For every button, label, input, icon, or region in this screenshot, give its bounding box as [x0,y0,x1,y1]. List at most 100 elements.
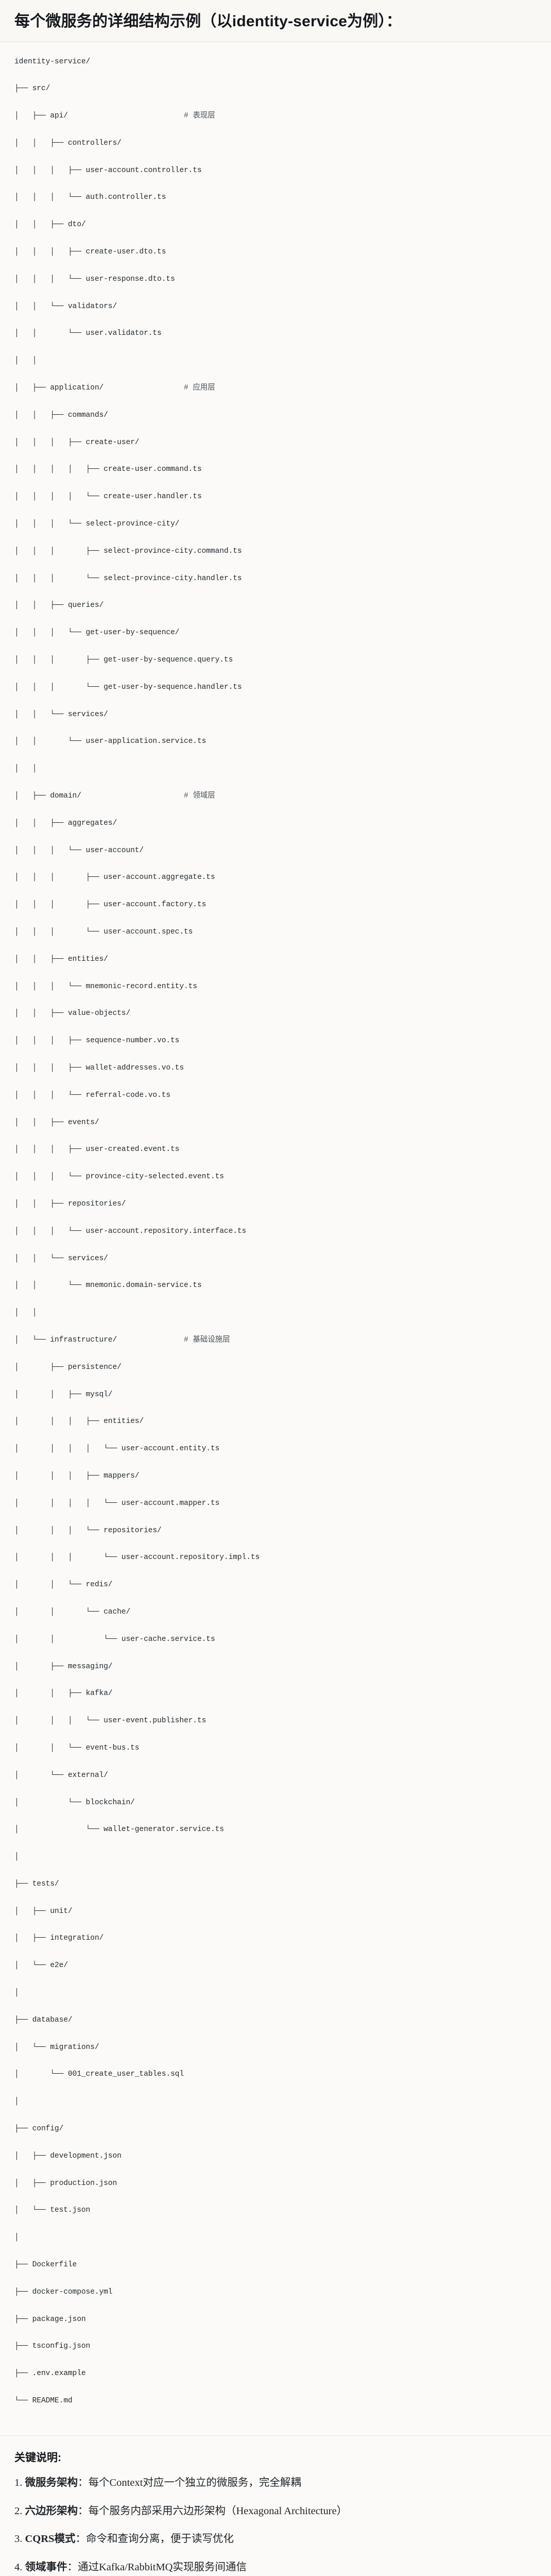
tree-line: │ ├── development.json [14,2151,122,2160]
key-point-description: 命令和查询分离，便于读写优化 [85,2533,234,2545]
tree-line: │ │ │ ├── select-province-city.command.t… [14,547,242,555]
tree-line: │ │ ├── commands/ [14,411,108,419]
tree-line: │ │ │ └── select-province-city/ [14,520,180,529]
tree-line: │ │ │ ├── user-account.aggregate.ts [14,873,215,882]
tree-line: │ │ │ └── select-province-city.handler.t… [14,574,242,583]
tree-line: │ │ │ ├── mappers/ [14,1471,140,1480]
tree-line: │ └── external/ [14,1771,108,1780]
tree-line: ├── package.json [14,2315,86,2324]
tree-line: │ │ │ └── get-user-by-sequence/ [14,629,180,637]
tree-line: ├── config/ [14,2125,64,2133]
tree-line: │ │ └── user-cache.service.ts [14,1635,215,1643]
key-point-separator: ： [75,2533,86,2545]
tree-line: │ ├── api/ # 表现层 [14,110,537,123]
key-point-item: 4. 领域事件：通过Kafka/RabbitMQ实现服务间通信 [14,2560,537,2575]
tree-line: │ │ ├── dto/ [14,221,86,229]
tree-line-comment: # 基础设施层 [184,1335,230,1344]
key-point-separator: ： [67,2562,78,2573]
key-point-number: 2. [14,2505,23,2517]
tree-line: │ │ ├── aggregates/ [14,819,117,827]
tree-line: │ │ │ ├── create-user/ [14,438,140,447]
tree-line: │ │ │ └── user-account.repository.impl.t… [14,1553,260,1562]
tree-line: │ │ └── services/ [14,710,108,719]
tree-line: ├── .env.example [14,2369,86,2378]
tree-line: │ └── 001_create_user_tables.sql [14,2070,184,2079]
key-point-term: CQRS模式 [25,2533,76,2545]
tree-line: │ │ │ ├── sequence-number.vo.ts [14,1037,180,1045]
tree-line: │ │ │ ├── user-account.controller.ts [14,166,202,175]
key-point-separator: ： [78,2477,89,2488]
tree-line: │ │ │ ├── user-account.factory.ts [14,901,206,909]
tree-line: │ │ │ └── get-user-by-sequence.handler.t… [14,683,242,691]
tree-line-path: │ ├── domain/ [14,792,184,801]
tree-line: ├── database/ [14,2015,73,2024]
tree-line: │ │ ├── kafka/ [14,1689,113,1698]
tree-line: │ │ ├── mysql/ [14,1390,113,1399]
tree-line: │ │ │ └── auth.controller.ts [14,193,166,202]
tree-line: │ │ └── mnemonic.domain-service.ts [14,1281,202,1290]
tree-line: │ │ └── user.validator.ts [14,329,162,338]
tree-line: │ │ │ └── user-account/ [14,846,144,855]
tree-line: identity-service/ [14,57,91,66]
tree-line: │ │ ├── value-objects/ [14,1009,131,1018]
directory-tree-block: identity-service/ ├── src/ │ ├── api/ # … [0,42,551,2435]
tree-line: │ ├── messaging/ [14,1662,113,1671]
tree-line: │ │ │ ├── user-created.event.ts [14,1145,180,1154]
key-point-description: 通过Kafka/RabbitMQ实现服务间通信 [78,2562,247,2573]
tree-line: │ └── migrations/ [14,2043,99,2052]
tree-line: │ ├── application/ # 应用层 [14,382,537,395]
page-title: 每个微服务的详细结构示例（以identity-service为例）： [0,0,551,42]
tree-line: │ ├── integration/ [14,1934,104,1943]
tree-line: │ ├── persistence/ [14,1363,122,1371]
tree-line: │ │ │ └── repositories/ [14,1526,162,1535]
tree-line-path: │ ├── application/ [14,384,184,393]
tree-line-path: │ ├── api/ [14,112,184,121]
tree-line: │ │ └── redis/ [14,1581,113,1589]
tree-line: └── README.md [14,2397,73,2405]
tree-line: │ │ │ └── referral-code.vo.ts [14,1091,171,1099]
tree-line: │ │ │ │ └── user-account.mapper.ts [14,1499,220,1507]
tree-line: │ │ [14,765,37,773]
tree-line: │ [14,1853,19,1861]
tree-line: │ │ ├── repositories/ [14,1199,126,1208]
tree-line: │ │ ├── queries/ [14,601,104,610]
key-point-number: 4. [14,2562,23,2573]
tree-line: │ │ └── cache/ [14,1607,131,1616]
tree-line: │ │ └── event-bus.ts [14,1743,140,1752]
tree-line: │ └── infrastructure/ # 基础设施层 [14,1334,537,1347]
tree-line: ├── tsconfig.json [14,2342,91,2351]
tree-line: │ │ ├── events/ [14,1118,99,1127]
tree-line: │ │ │ └── user-account.repository.interf… [14,1227,247,1235]
key-point-number: 3. [14,2533,23,2545]
tree-line: │ ├── production.json [14,2179,117,2188]
key-point-term: 领域事件 [25,2562,67,2573]
tree-line: │ [14,1989,19,1997]
tree-line: │ │ ├── controllers/ [14,139,122,147]
tree-line: │ └── blockchain/ [14,1798,135,1807]
key-points-section: 关键说明: 1. 微服务架构：每个Context对应一个独立的微服务，完全解耦 2… [0,2435,551,2576]
key-point-number: 1. [14,2477,23,2488]
tree-line: │ │ └── user-application.service.ts [14,737,206,746]
tree-line: │ [14,2097,19,2106]
key-point-separator: ： [78,2505,89,2517]
tree-line-comment: # 领域层 [184,792,215,801]
tree-line: │ │ [14,1309,37,1317]
key-points-list: 1. 微服务架构：每个Context对应一个独立的微服务，完全解耦 2. 六边形架… [14,2475,537,2576]
tree-line: │ │ └── validators/ [14,302,117,311]
tree-line: │ │ │ └── user-event.publisher.ts [14,1717,206,1725]
tree-line: │ │ ├── entities/ [14,955,108,963]
tree-line: │ │ └── services/ [14,1254,108,1263]
tree-line: │ ├── unit/ [14,1907,73,1916]
key-point-item: 1. 微服务架构：每个Context对应一个独立的微服务，完全解耦 [14,2475,537,2491]
tree-line-comment: # 表现层 [184,112,215,121]
tree-line: │ │ │ └── province-city-selected.event.t… [14,1173,224,1181]
key-point-term: 六边形架构 [25,2505,78,2517]
tree-line: │ └── wallet-generator.service.ts [14,1825,224,1834]
key-points-heading: 关键说明: [14,2451,61,2464]
tree-line: │ │ │ │ └── user-account.entity.ts [14,1445,220,1453]
tree-line: ├── src/ [14,84,50,93]
tree-line: │ │ │ │ ├── create-user.command.ts [14,465,202,474]
tree-line: │ [14,2233,19,2242]
key-point-item: 2. 六边形架构：每个服务内部采用六边形架构（Hexagonal Archite… [14,2503,537,2519]
key-point-description: 每个服务内部采用六边形架构（Hexagonal Architecture） [88,2505,348,2517]
